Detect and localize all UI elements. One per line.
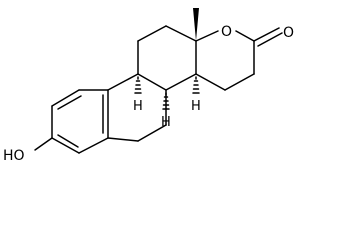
- ring-c: [137, 25, 197, 91]
- steroid-lactone-structure: HO O O H: [3, 8, 294, 164]
- h-c8-label: H: [161, 115, 171, 130]
- h-c14-label: H: [191, 99, 201, 114]
- methyl-wedge-bond: [193, 8, 199, 41]
- h-c9-hashed-bond: [134, 76, 142, 94]
- h-c8-hashed-bond: [162, 92, 170, 110]
- h-c9-label: H: [133, 99, 143, 114]
- hydroxyl-group: HO: [3, 137, 53, 164]
- ring-d-lactone: [195, 30, 255, 91]
- ring-b: [107, 73, 167, 142]
- ring-a-aromatic: [51, 89, 109, 154]
- ring-oxygen-label: O: [221, 24, 232, 40]
- carbonyl-oxygen-label: O: [283, 25, 294, 41]
- carbonyl-group: [253, 27, 283, 47]
- h-c14-hashed-bond: [192, 76, 200, 94]
- hydroxyl-label: HO: [3, 148, 25, 164]
